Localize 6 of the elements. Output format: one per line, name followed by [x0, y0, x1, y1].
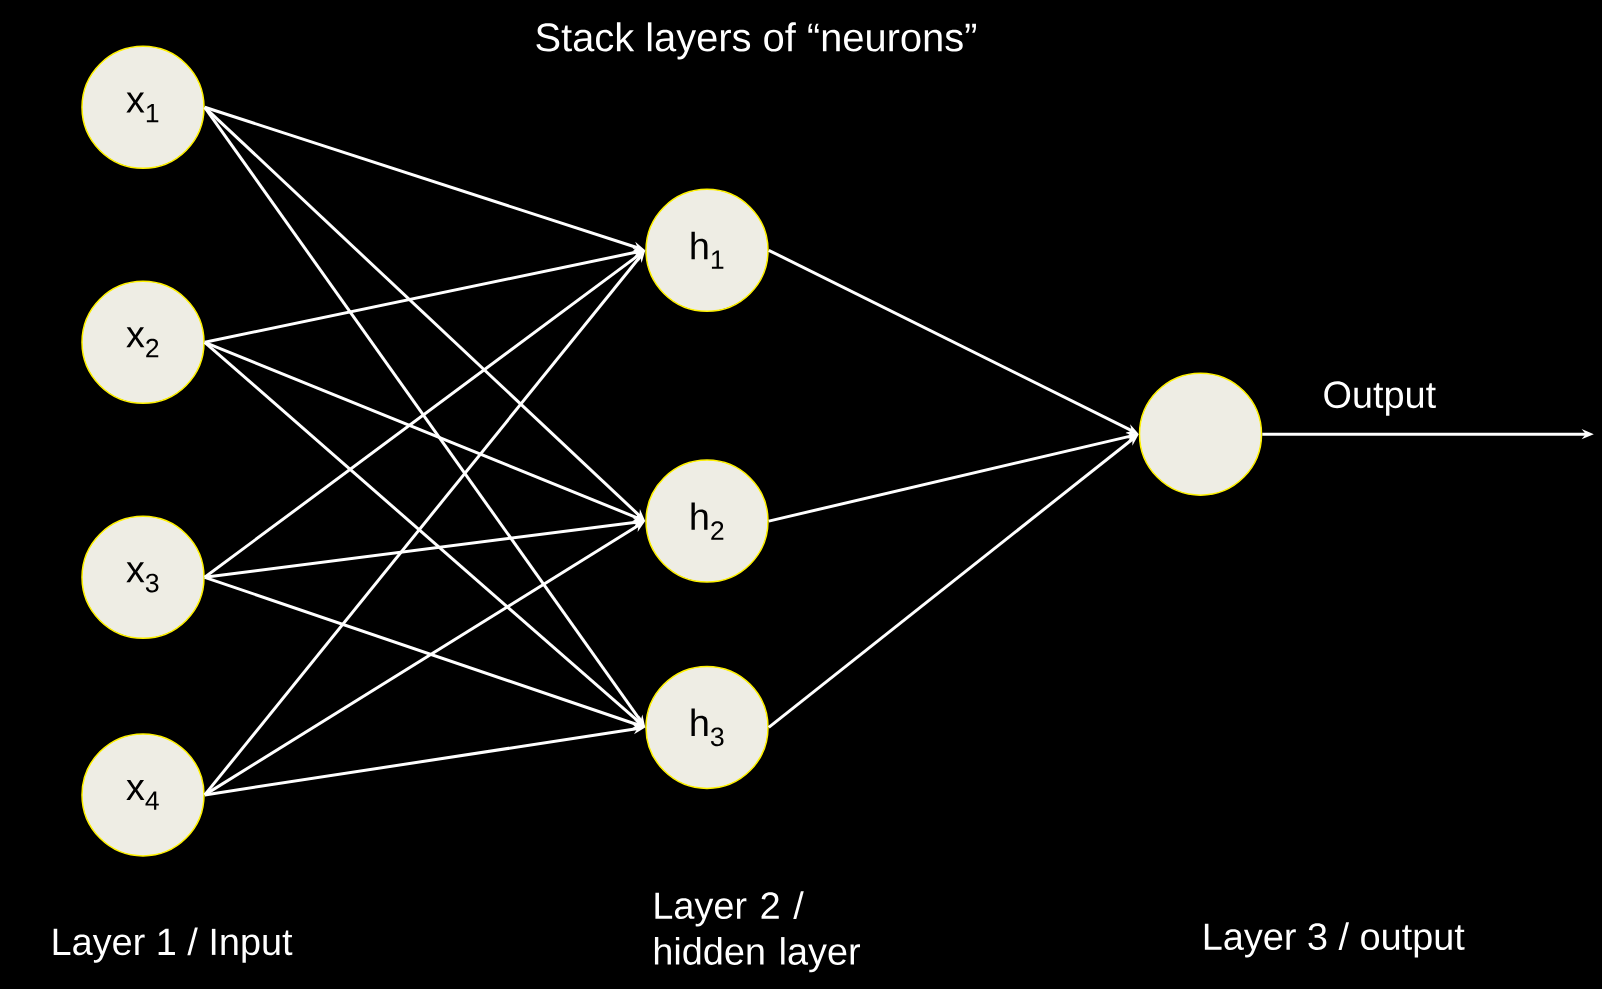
layer-label: Layer 3 / output	[1204, 922, 1465, 958]
edge-label: Output	[1324, 381, 1436, 416]
title: Stack layers of “neurons”	[536, 22, 976, 60]
layer-label: Layer 2 / hidden layer	[654, 891, 860, 973]
layer-label: Layer 1 / Input	[53, 927, 293, 963]
neuron-circle	[1138, 372, 1263, 496]
